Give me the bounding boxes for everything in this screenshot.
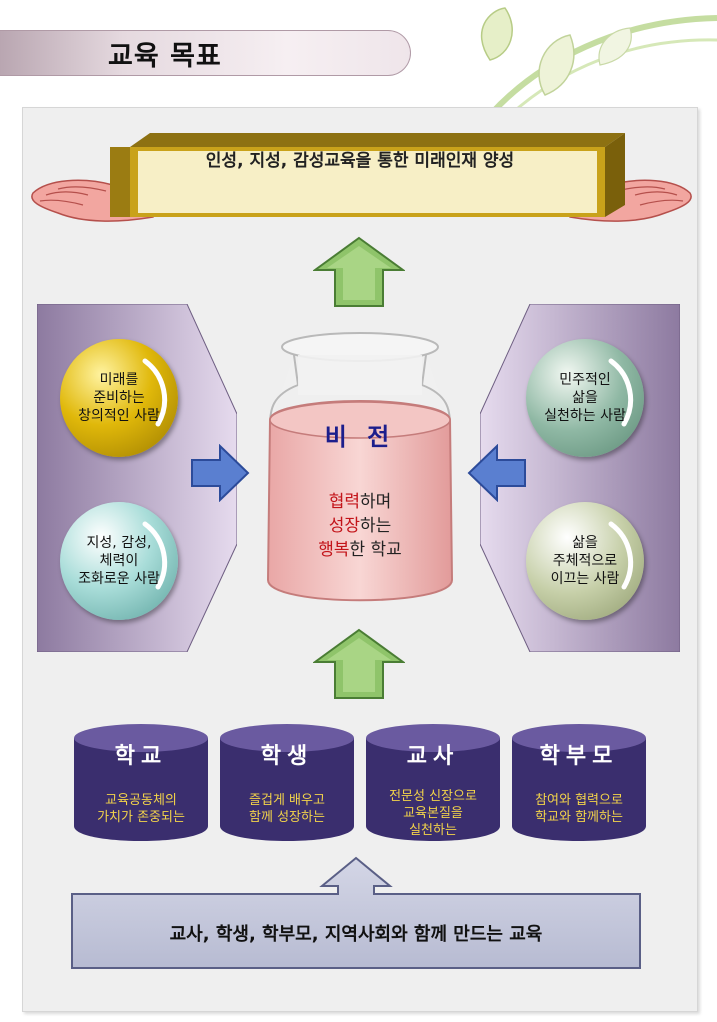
pillar-text: 전문성 신장으로 교육본질을 실천하는 (389, 789, 477, 838)
community-box (71, 856, 641, 969)
pillar-text: 즐겁게 배우고 함께 성장하는 (249, 793, 325, 825)
pillar-text: 참여와 협력으로 학교와 함께하는 (535, 793, 623, 825)
pillar-title: 학생 (260, 744, 314, 769)
pillar-text: 교육공동체의 가치가 존중되는 (97, 793, 185, 825)
trait-ball: 삶을 주체적으로 이끄는 사람 (526, 502, 644, 620)
pillar-school: 학교 교육공동체의 가치가 존중되는 (72, 722, 210, 846)
trait-text: 민주적인 삶을 실천하는 사람 (544, 372, 626, 424)
vision-line: 행복한 학교 (318, 540, 402, 560)
pillar-title: 교사 (406, 744, 460, 769)
vision-text: 협력하며 성장하는 행복한 학교 (262, 490, 458, 562)
header-banner (0, 30, 411, 76)
page-title: 교육 목표 (108, 41, 222, 72)
vision-line: 성장하는 (328, 516, 392, 536)
vision-jar (266, 332, 454, 602)
pillar-title: 학교 (114, 744, 168, 769)
trait-text: 미래를 준비하는 창의적인 사람 (78, 372, 160, 424)
pillar-student: 학생 즐겁게 배우고 함께 성장하는 (218, 722, 356, 846)
vision-title: 비 전 (324, 423, 396, 451)
community-text: 교사, 학생, 학부모, 지역사회와 함께 만드는 교육 (169, 924, 543, 945)
trait-text: 지성, 감성, 체력이 조화로운 사람 (78, 535, 160, 587)
pillar-title: 학부모 (539, 744, 619, 769)
left-arrow-icon (467, 444, 526, 502)
up-arrow-icon (313, 628, 405, 699)
up-arrow-icon (313, 236, 405, 307)
trait-ball: 지성, 감성, 체력이 조화로운 사람 (60, 502, 178, 620)
pillar-teacher: 교사 전문성 신장으로 교육본질을 실천하는 (364, 722, 502, 846)
leaf-decoration-icon (480, 7, 717, 115)
goal-text: 인성, 지성, 감성교육을 통한 미래인재 양성 (205, 151, 515, 171)
trait-text: 삶을 주체적으로 이끄는 사람 (550, 535, 620, 587)
trait-ball: 미래를 준비하는 창의적인 사람 (60, 339, 178, 457)
right-arrow-icon (191, 444, 250, 502)
vision-line: 협력하며 (328, 492, 392, 512)
goal-box (110, 133, 625, 217)
trait-ball: 민주적인 삶을 실천하는 사람 (526, 339, 644, 457)
pillar-parent: 학부모 참여와 협력으로 학교와 함께하는 (510, 722, 648, 846)
